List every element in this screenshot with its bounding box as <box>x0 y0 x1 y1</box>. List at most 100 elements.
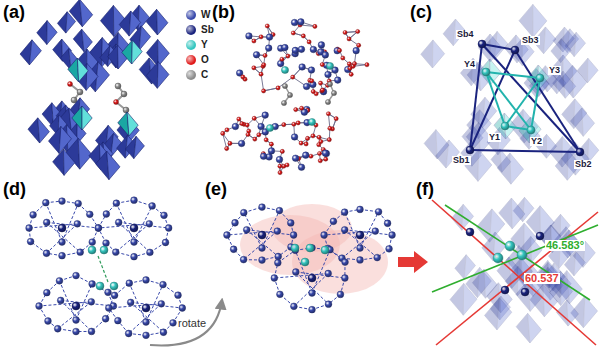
atom-ball <box>308 67 315 74</box>
panel-label: (b) <box>212 3 235 21</box>
atom-ball <box>287 219 294 226</box>
atom-ball <box>112 249 119 256</box>
atom-ball <box>237 117 241 121</box>
atom-ball <box>54 325 61 332</box>
atom-ball <box>114 317 121 324</box>
atom-ball <box>291 244 299 252</box>
atom-ball <box>274 259 281 266</box>
panel-label: (d) <box>3 180 26 198</box>
atom-ball <box>306 244 314 252</box>
atom-ball <box>291 31 295 35</box>
atom-ball <box>375 208 382 215</box>
atom-ball <box>262 63 266 67</box>
atom-ball <box>43 289 50 296</box>
atom-label: Sb1 <box>452 156 471 165</box>
atom-ball <box>221 131 225 135</box>
polyhedron <box>571 108 595 136</box>
atom-ball <box>326 62 333 69</box>
atom-ball <box>334 77 341 84</box>
atom-ball <box>331 90 336 95</box>
atom-ball <box>536 74 544 82</box>
atom-ball <box>259 72 263 76</box>
atom-ball <box>59 198 66 205</box>
atom-ball <box>341 209 348 216</box>
atom-ball <box>149 203 156 210</box>
atom-ball <box>253 137 257 141</box>
atom-ball <box>115 83 121 89</box>
atom-ball <box>317 143 321 147</box>
atom-ball <box>352 62 356 66</box>
atom-ball <box>276 156 283 163</box>
atom-ball <box>321 246 329 254</box>
legend-item: Sb <box>186 25 214 35</box>
atom-ball <box>43 250 50 257</box>
atom-ball <box>224 232 231 239</box>
atom-ball <box>158 300 165 307</box>
atom-ball <box>238 140 245 147</box>
legend-swatch <box>186 25 196 35</box>
atom-ball <box>26 225 33 232</box>
atom-label: Y4 <box>463 60 476 69</box>
atom-ball <box>294 108 298 112</box>
atom-ball <box>325 71 332 78</box>
polyhedron <box>146 62 169 89</box>
atom-ball <box>258 123 265 130</box>
atom-ball <box>257 133 261 137</box>
annotation: rotate <box>178 318 206 329</box>
atom-ball <box>292 122 296 126</box>
atom-ball <box>320 89 324 93</box>
atom-ball <box>309 154 313 158</box>
atom-ball <box>320 63 324 67</box>
atom-ball <box>298 46 305 53</box>
polyhedron <box>553 71 576 98</box>
atom-ball <box>45 318 52 325</box>
atom-ball <box>230 246 237 253</box>
atom-ball <box>59 239 66 246</box>
atom-ball <box>252 39 256 43</box>
polyhedron <box>28 118 49 143</box>
atom-ball <box>299 64 306 71</box>
atom-ball <box>175 292 182 299</box>
legend-swatch <box>186 55 196 65</box>
legend-text: Sb <box>201 25 214 35</box>
atom-ball <box>88 328 95 335</box>
atom-ball <box>143 277 150 284</box>
atom-ball <box>161 212 168 219</box>
atom-ball <box>342 259 349 266</box>
atom-ball <box>130 224 138 232</box>
atom-ball <box>282 44 289 51</box>
atom-ball <box>271 275 278 282</box>
atom-ball <box>131 253 138 260</box>
atom-ball <box>89 239 96 246</box>
atom-ball <box>225 146 229 150</box>
atom-ball <box>356 29 360 33</box>
atom-ball <box>291 19 298 26</box>
atom-ball <box>365 63 369 67</box>
panel-label: (e) <box>205 180 227 198</box>
atom-ball <box>165 225 172 232</box>
atom-ball <box>263 53 267 57</box>
atom-ball <box>356 231 364 239</box>
atom-ball <box>110 282 118 290</box>
atom-ball <box>466 146 474 154</box>
atom-ball <box>259 204 266 211</box>
atom-ball <box>372 228 379 235</box>
polyhedron <box>68 58 88 82</box>
atom-ball <box>95 225 102 232</box>
atom-ball <box>517 250 527 260</box>
atom-ball <box>127 299 134 306</box>
atom-ball <box>344 66 351 73</box>
step-arrow <box>398 251 428 273</box>
atom-ball <box>266 34 273 41</box>
atom-ball <box>115 219 122 226</box>
angle-view <box>432 197 598 345</box>
polyhedron <box>48 126 71 153</box>
polyhedron <box>146 9 168 35</box>
atom-ball <box>146 220 153 227</box>
atom-ball <box>291 134 298 141</box>
atom-ball <box>252 66 256 70</box>
atom-ball <box>292 47 299 54</box>
atom-ball <box>280 149 284 153</box>
atom-ball <box>353 47 360 54</box>
atom-ball <box>131 239 138 246</box>
